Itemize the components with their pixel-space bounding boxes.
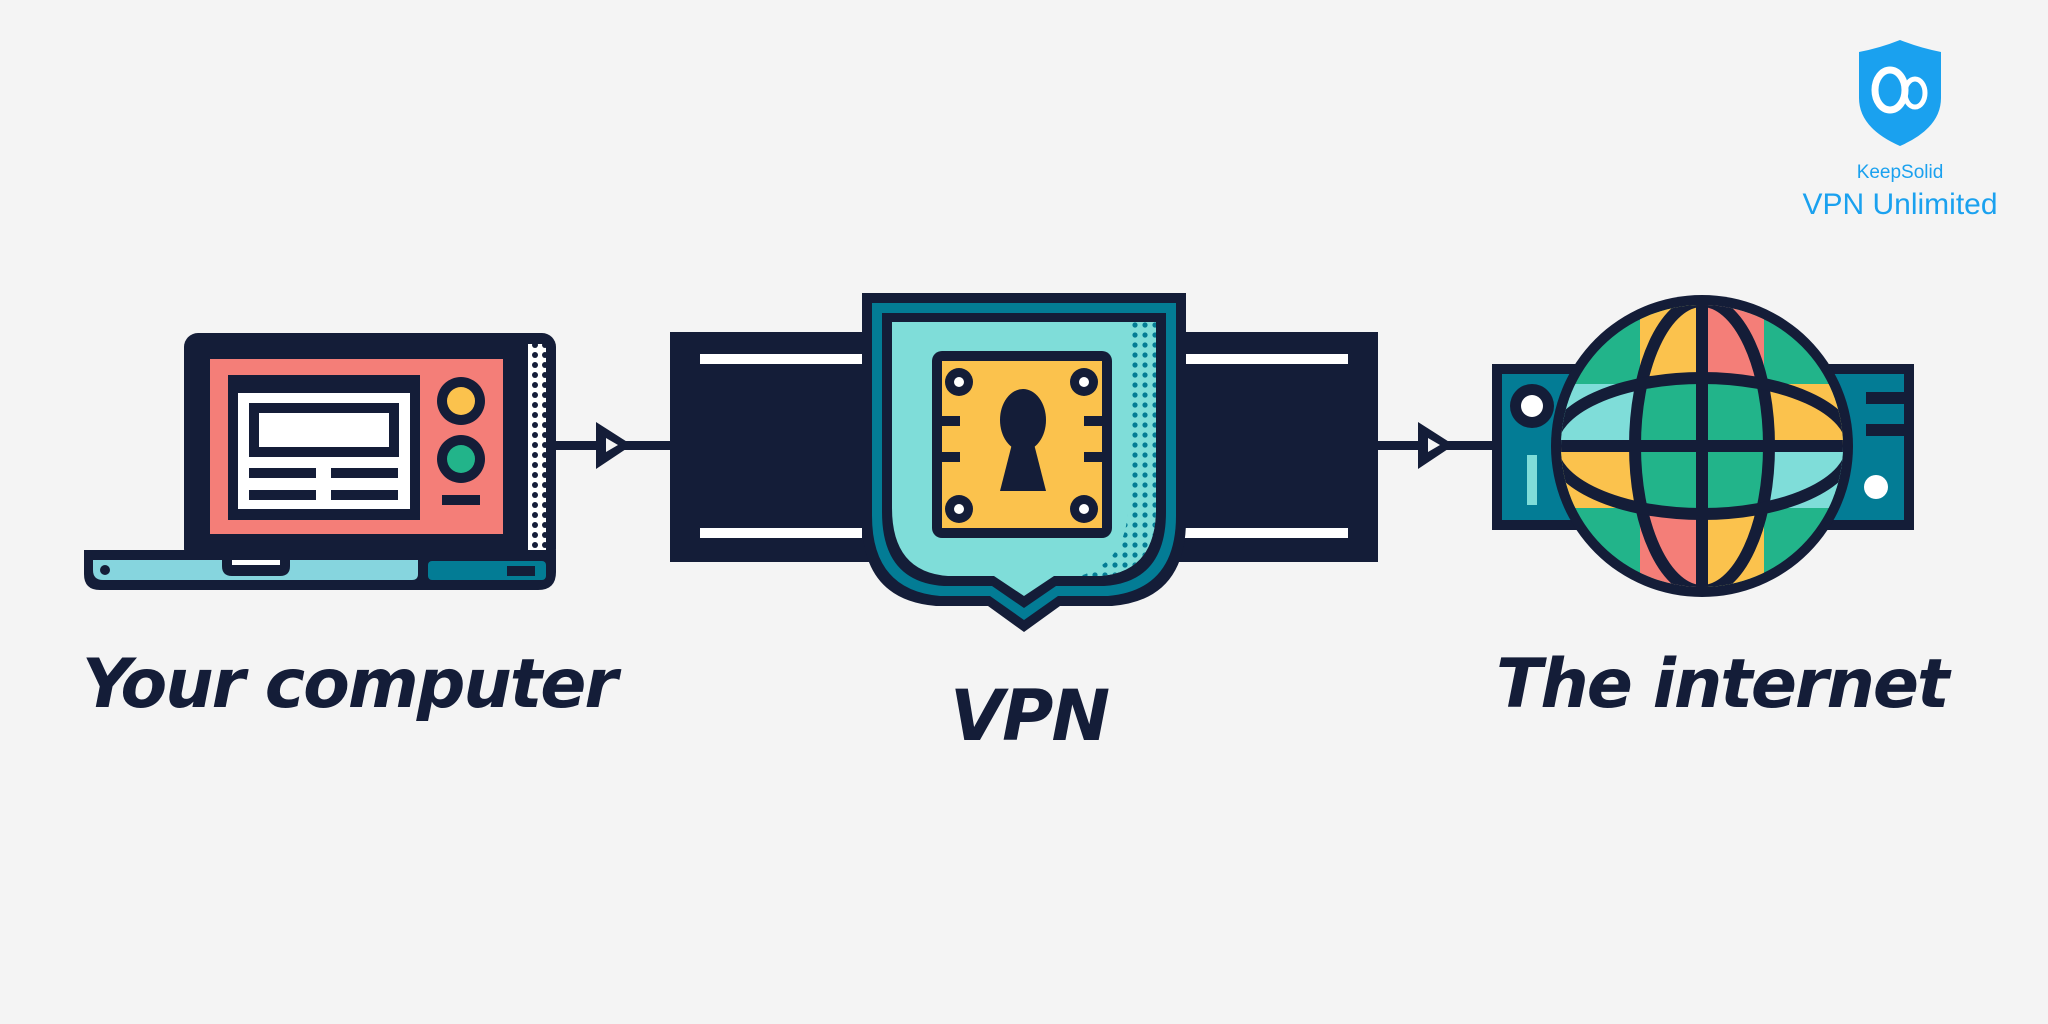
internet-label: The internet (1496, 645, 1950, 724)
brand-company: KeepSolid (1856, 162, 1944, 183)
vpn-label: VPN (950, 675, 1110, 757)
computer-label: Your computer (82, 645, 618, 724)
connector-vpn-to-internet (1376, 422, 1496, 469)
computer-icon (84, 333, 556, 590)
shield-lock-icon (862, 293, 1186, 632)
internet-globe-icon (1492, 295, 1914, 597)
shield-infinity-icon (1859, 40, 1941, 146)
brand-product: VPN Unlimited (1802, 188, 1998, 221)
brand-logo-block: KeepSolid VPN Unlimited (1790, 38, 2010, 222)
keyhole-icon (1000, 389, 1046, 451)
connector-computer-to-vpn (556, 422, 671, 469)
